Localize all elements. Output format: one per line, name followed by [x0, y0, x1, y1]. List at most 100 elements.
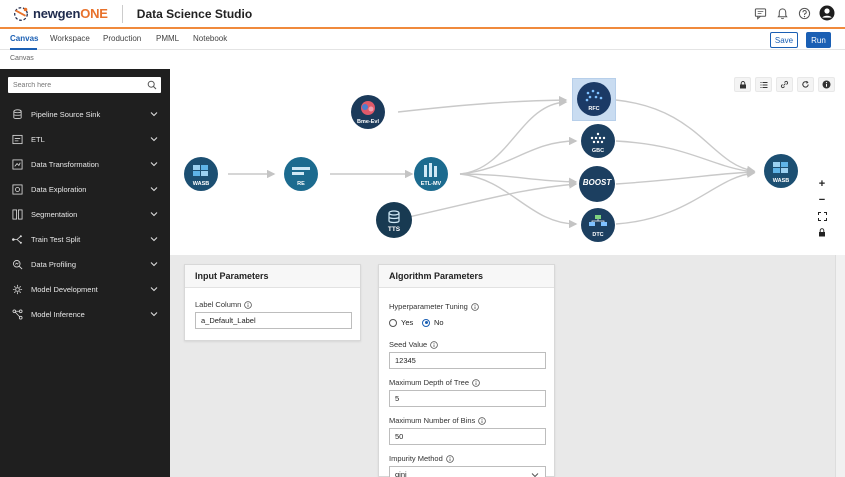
impurity-selected-value: gini: [395, 470, 407, 477]
newgen-logo[interactable]: newgenONE: [12, 0, 108, 28]
sidebar-item-data-exploration[interactable]: Data Exploration: [0, 178, 170, 200]
algorithm-parameters-title: Algorithm Parameters: [379, 265, 554, 288]
tab-notebook[interactable]: Notebook: [193, 34, 228, 43]
info-circle-icon[interactable]: [430, 340, 439, 349]
info-circle-icon[interactable]: [244, 300, 253, 309]
sidebar-item-model-development[interactable]: Model Development: [0, 278, 170, 300]
tab-canvas[interactable]: Canvas: [10, 34, 39, 43]
max-bins-input[interactable]: [389, 428, 546, 445]
tuning-radio-yes[interactable]: Yes: [389, 318, 413, 327]
profiling-icon: [11, 258, 23, 270]
info-circle-icon[interactable]: [445, 454, 454, 463]
sidebar-item-label: ETL: [31, 134, 45, 144]
hyperparameter-tuning-label: Hyperparameter Tuning: [389, 302, 479, 311]
sidebar-item-etl[interactable]: ETL: [0, 128, 170, 150]
sidebar-item-segmentation[interactable]: Segmentation: [0, 203, 170, 225]
node-label: TTS: [387, 226, 401, 233]
edge-dtc-wasb: [615, 169, 756, 225]
field-label-text: Label Column: [195, 300, 242, 309]
node-wasb-input[interactable]: WASB: [183, 156, 219, 192]
breadcrumb[interactable]: Canvas: [10, 55, 34, 62]
sidebar-item-label: Model Development: [31, 284, 98, 294]
radio-no[interactable]: [422, 318, 430, 327]
zoom-controls: + −: [815, 177, 829, 239]
field-label-text: Maximum Number of Bins: [389, 416, 476, 425]
search-icon[interactable]: [147, 80, 157, 90]
info-circle-icon[interactable]: [470, 302, 479, 311]
node-label: Bme-Evl: [356, 119, 379, 125]
node-bme-evl[interactable]: Bme-Evl: [350, 94, 386, 130]
info-circle-icon[interactable]: [478, 416, 487, 425]
node-tts[interactable]: TTS: [375, 201, 413, 239]
node-gbc[interactable]: GBC: [580, 123, 616, 159]
label-column-input[interactable]: [195, 312, 352, 329]
seed-value-label: Seed Value: [389, 340, 439, 349]
max-depth-label: Maximum Depth of Tree: [389, 378, 480, 387]
lock-canvas-icon[interactable]: [815, 225, 829, 239]
decision-tree-icon: [581, 208, 615, 242]
refresh-icon[interactable]: [797, 77, 814, 92]
database-icon: [11, 108, 23, 120]
cloud-storage-icon: [764, 154, 798, 188]
sidebar-search: [8, 77, 161, 93]
bell-icon[interactable]: [775, 6, 789, 20]
save-button[interactable]: Save: [770, 32, 798, 48]
search-input[interactable]: [13, 81, 138, 89]
sidebar-item-train-test-split[interactable]: Train Test Split: [0, 228, 170, 250]
header-divider: [121, 4, 123, 23]
input-parameters-title: Input Parameters: [185, 265, 360, 288]
run-button[interactable]: Run: [806, 32, 831, 48]
rule-engine-icon: [284, 157, 318, 191]
user-avatar-icon[interactable]: [819, 5, 835, 21]
radio-yes[interactable]: [389, 318, 397, 327]
pipeline-canvas[interactable]: + −: [170, 69, 845, 255]
chevron-down-icon: [150, 137, 158, 142]
impurity-method-select[interactable]: gini: [389, 466, 546, 477]
field-label-text: Maximum Depth of Tree: [389, 378, 470, 387]
node-label: RFC: [588, 106, 600, 112]
info-icon[interactable]: [818, 77, 835, 92]
logo-wordmark: newgenONE: [33, 6, 108, 21]
node-label: DTC: [592, 232, 604, 238]
node-label: ETL-MV: [420, 181, 442, 187]
seed-value-input[interactable]: [389, 352, 546, 369]
component-sidebar: Pipeline Source Sink ETL Data Transforma…: [0, 69, 170, 477]
fit-screen-icon[interactable]: [815, 209, 829, 223]
link-icon[interactable]: [776, 77, 793, 92]
edge-etl-dtc: [459, 173, 578, 229]
node-re[interactable]: RE: [283, 156, 319, 192]
info-circle-icon[interactable]: [472, 378, 480, 387]
newgen-logo-icon: [14, 6, 28, 21]
canvas-toolbar: [734, 77, 835, 92]
help-icon[interactable]: [797, 6, 811, 20]
radio-yes-label: Yes: [401, 318, 414, 327]
chevron-down-icon: [150, 237, 158, 242]
list-icon[interactable]: [755, 77, 772, 92]
node-etl-mv[interactable]: ETL-MV: [413, 156, 449, 192]
tab-pmml[interactable]: PMML: [156, 34, 180, 43]
node-label: WASB: [772, 178, 790, 184]
chat-icon[interactable]: [753, 6, 767, 20]
node-wasb-output[interactable]: WASB: [763, 153, 799, 189]
sidebar-item-model-inference[interactable]: Model Inference: [0, 303, 170, 325]
chevron-down-icon: [531, 473, 539, 477]
sidebar-item-data-transformation[interactable]: Data Transformation: [0, 153, 170, 175]
chevron-down-icon: [150, 162, 158, 167]
properties-scrollbar[interactable]: [835, 255, 845, 477]
sidebar-item-pipeline-source-sink[interactable]: Pipeline Source Sink: [0, 103, 170, 125]
zoom-out-icon[interactable]: −: [818, 194, 826, 206]
tab-production[interactable]: Production: [103, 34, 142, 43]
sidebar-item-label: Pipeline Source Sink: [31, 109, 101, 119]
zoom-in-icon[interactable]: +: [818, 178, 826, 190]
sidebar-item-label: Train Test Split: [31, 234, 81, 244]
cloud-storage-icon: [184, 157, 218, 191]
node-boost[interactable]: BOOST: [578, 165, 616, 203]
max-depth-input[interactable]: [389, 390, 546, 407]
node-rfc[interactable]: RFC: [576, 81, 612, 117]
tab-workspace[interactable]: Workspace: [50, 34, 90, 43]
lock-icon[interactable]: [734, 77, 751, 92]
tuning-radio-no[interactable]: No: [422, 318, 444, 327]
node-dtc[interactable]: DTC: [580, 207, 616, 243]
node-label: RE: [297, 181, 305, 187]
sidebar-item-data-profiling[interactable]: Data Profiling: [0, 253, 170, 275]
